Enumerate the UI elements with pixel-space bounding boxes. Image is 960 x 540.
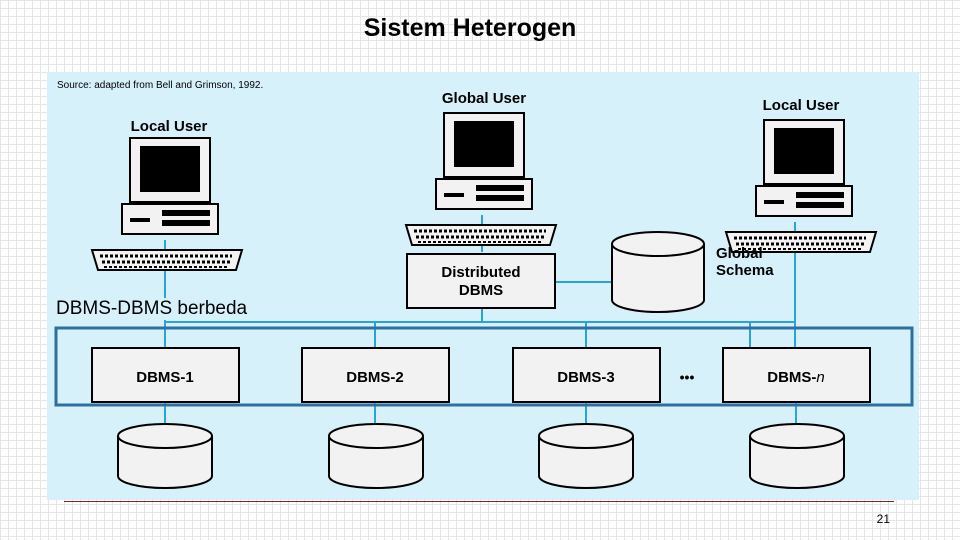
local-user-computer-icon (90, 136, 244, 272)
distributed-dbms-box: Distributed DBMS (406, 253, 556, 309)
dbms-highlight-frame (54, 326, 914, 407)
local-user-computer-icon (724, 118, 878, 254)
slide-title: Sistem Heterogen (363, 14, 577, 42)
distributed-dbms-label: Distributed (441, 264, 520, 281)
local-database-icon (749, 423, 845, 489)
local-database-icon (328, 423, 424, 489)
user-label: Local User (763, 97, 840, 114)
global-schema-label: Global (716, 245, 763, 262)
overlay-caption: DBMS-DBMS berbeda (54, 298, 250, 320)
page-number: 21 (876, 512, 890, 526)
ellipsis: ••• (680, 369, 695, 385)
dbms-box-label: DBMS-2 (346, 369, 404, 386)
dbms-n-suffix: n (816, 369, 824, 386)
local-database-icon (538, 423, 634, 489)
user-label: Local User (131, 118, 208, 135)
source-note: Source: adapted from Bell and Grimson, 1… (57, 80, 264, 91)
dbms-box: DBMS-1 (91, 347, 240, 403)
global-schema-label: Schema (716, 262, 774, 279)
distributed-dbms-label: DBMS (459, 282, 503, 299)
dbms-box-label: DBMS-n (767, 369, 825, 386)
footer-divider (64, 501, 894, 502)
local-database-icon (117, 423, 213, 489)
dbms-n-prefix: DBMS- (767, 369, 816, 386)
global-schema-database-icon (611, 231, 705, 313)
dbms-box: DBMS-2 (301, 347, 450, 403)
dbms-box-label: DBMS-3 (557, 369, 615, 386)
dbms-box: DBMS-3 (512, 347, 661, 403)
user-label: Global User (442, 90, 526, 107)
dbms-box-label: DBMS-1 (136, 369, 194, 386)
dbms-box: DBMS-n (722, 347, 871, 403)
global-user-computer-icon (404, 111, 558, 247)
